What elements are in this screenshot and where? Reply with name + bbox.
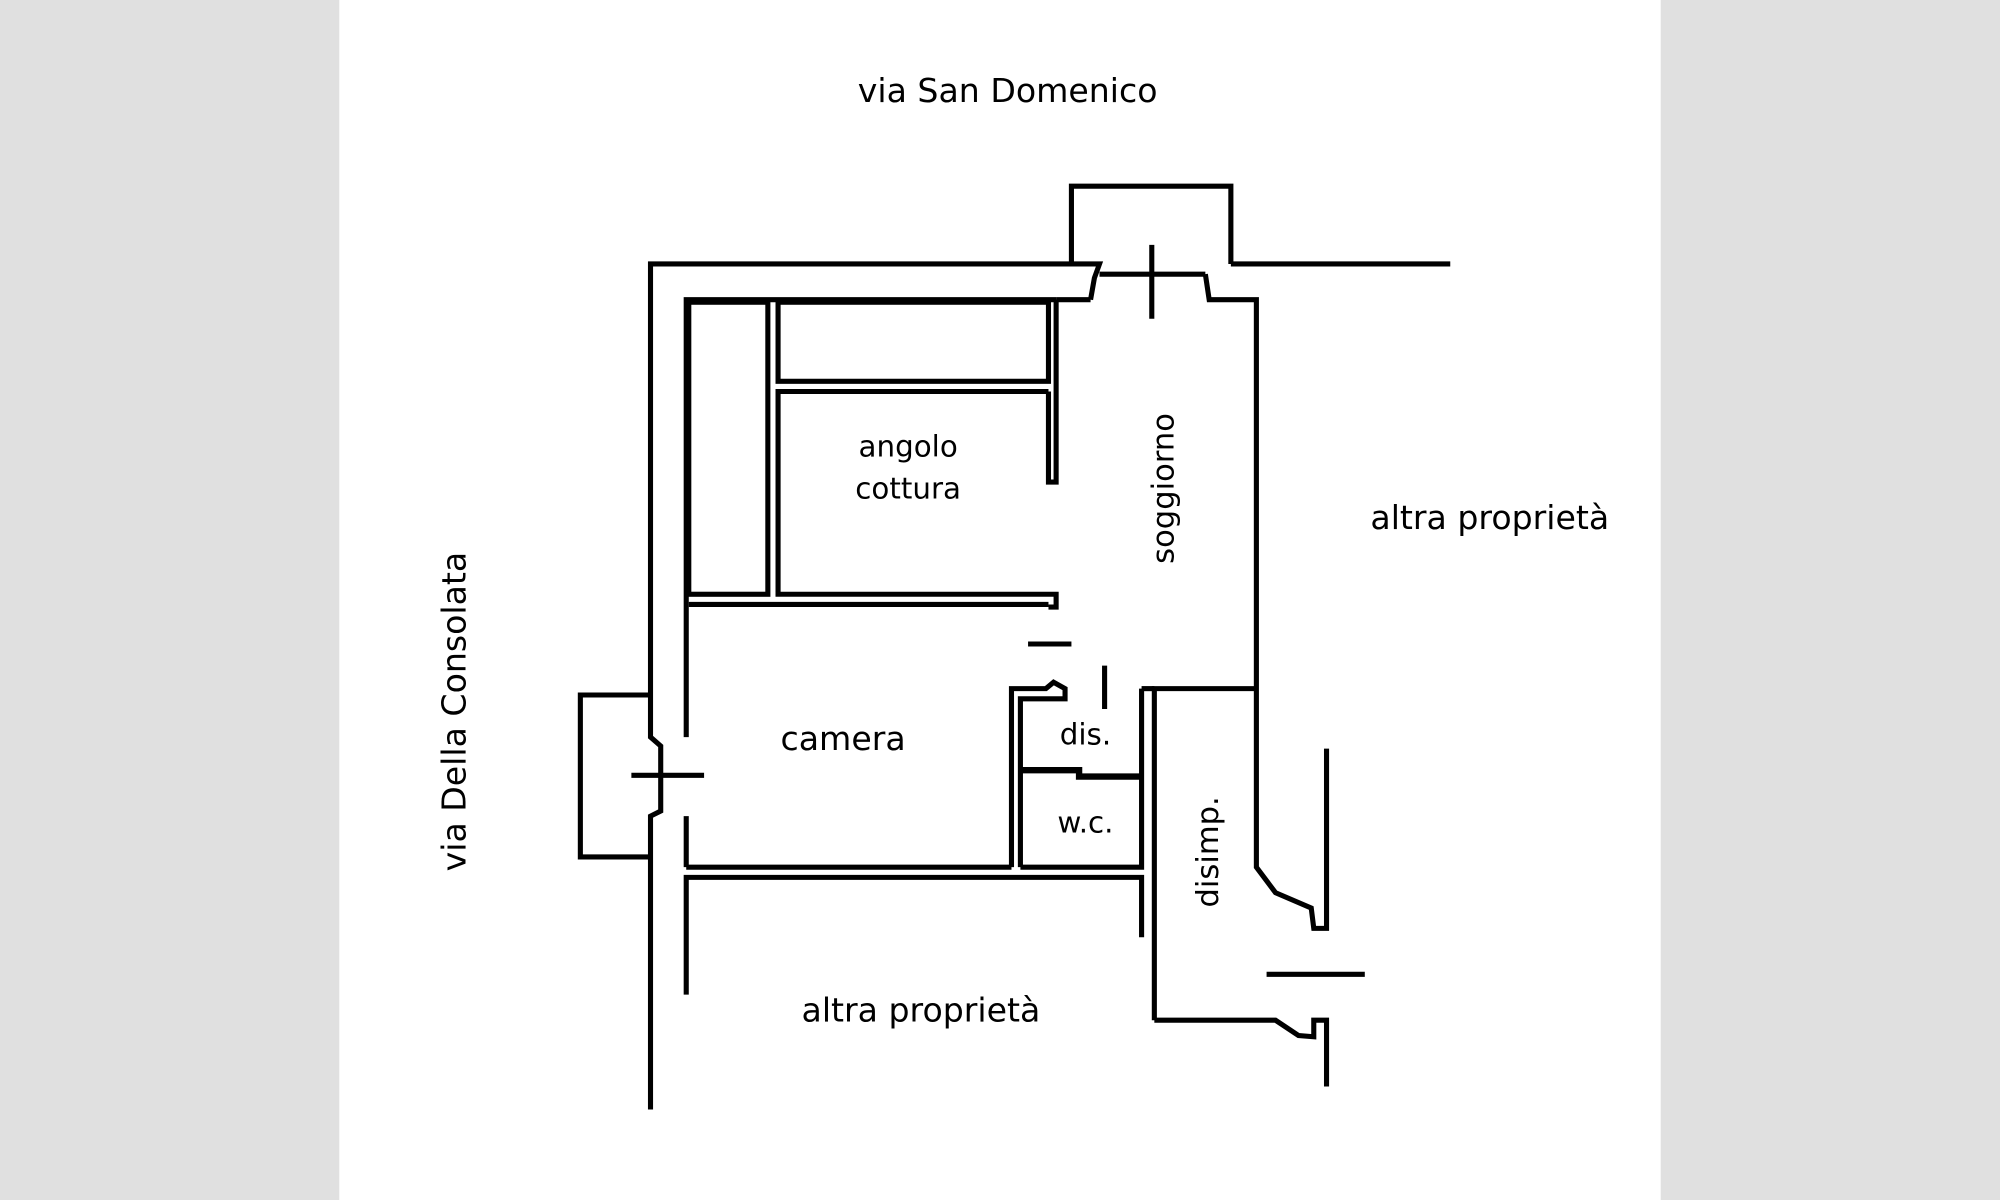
outer-wall-west-north	[647, 261, 1104, 1110]
street-label-north: via San Domenico	[858, 71, 1158, 110]
neighbor-label-east: altra proprietà	[1370, 498, 1609, 537]
landing-wall-west	[1151, 686, 1257, 1021]
neighbor-label-south: altra proprietà	[802, 990, 1041, 1029]
balcony-north	[1068, 183, 1234, 264]
hall-wall-west	[1008, 679, 1068, 868]
room-label-wc: w.c.	[1057, 806, 1113, 840]
bedroom-wall-south	[683, 874, 1145, 995]
paper-sheet	[339, 0, 1661, 1200]
cabinet-north	[775, 299, 1052, 384]
room-label-living: soggiorno	[1146, 413, 1181, 564]
room-label-hallway: dis.	[1060, 718, 1111, 752]
kitchen-walls	[775, 388, 1059, 610]
wall-east-living	[1202, 273, 1330, 931]
walls	[577, 183, 1451, 1110]
room-label-landing: disimp.	[1191, 796, 1226, 907]
wc-wall-east	[1020, 688, 1145, 870]
closet-west	[686, 299, 771, 597]
room-label-bedroom: camera	[781, 719, 906, 758]
kitchen-partition	[1045, 299, 1059, 485]
balcony-west	[577, 692, 651, 860]
wc-wall-north	[1020, 767, 1142, 780]
room-label-kitchen-2: cottura	[855, 472, 961, 506]
room-label-kitchen-1: angolo	[859, 430, 958, 464]
landing-wall-south	[1154, 1017, 1330, 1087]
street-label-west: via Della Consolata	[435, 552, 474, 872]
